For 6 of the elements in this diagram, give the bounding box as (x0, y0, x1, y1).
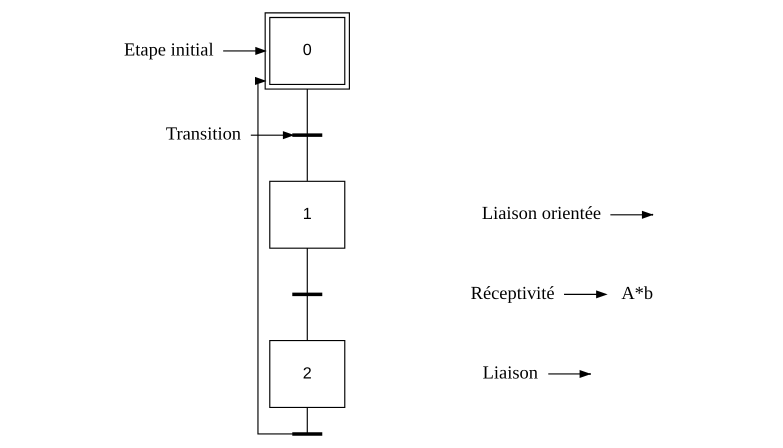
node-text: Liaison (482, 362, 538, 382)
node-text: Liaison orientée (482, 203, 602, 224)
node-text: Transition (166, 124, 242, 144)
node-text: Etape initial (124, 39, 214, 60)
node-text: Réceptivité (470, 282, 555, 303)
node-text: A*b (621, 282, 654, 303)
